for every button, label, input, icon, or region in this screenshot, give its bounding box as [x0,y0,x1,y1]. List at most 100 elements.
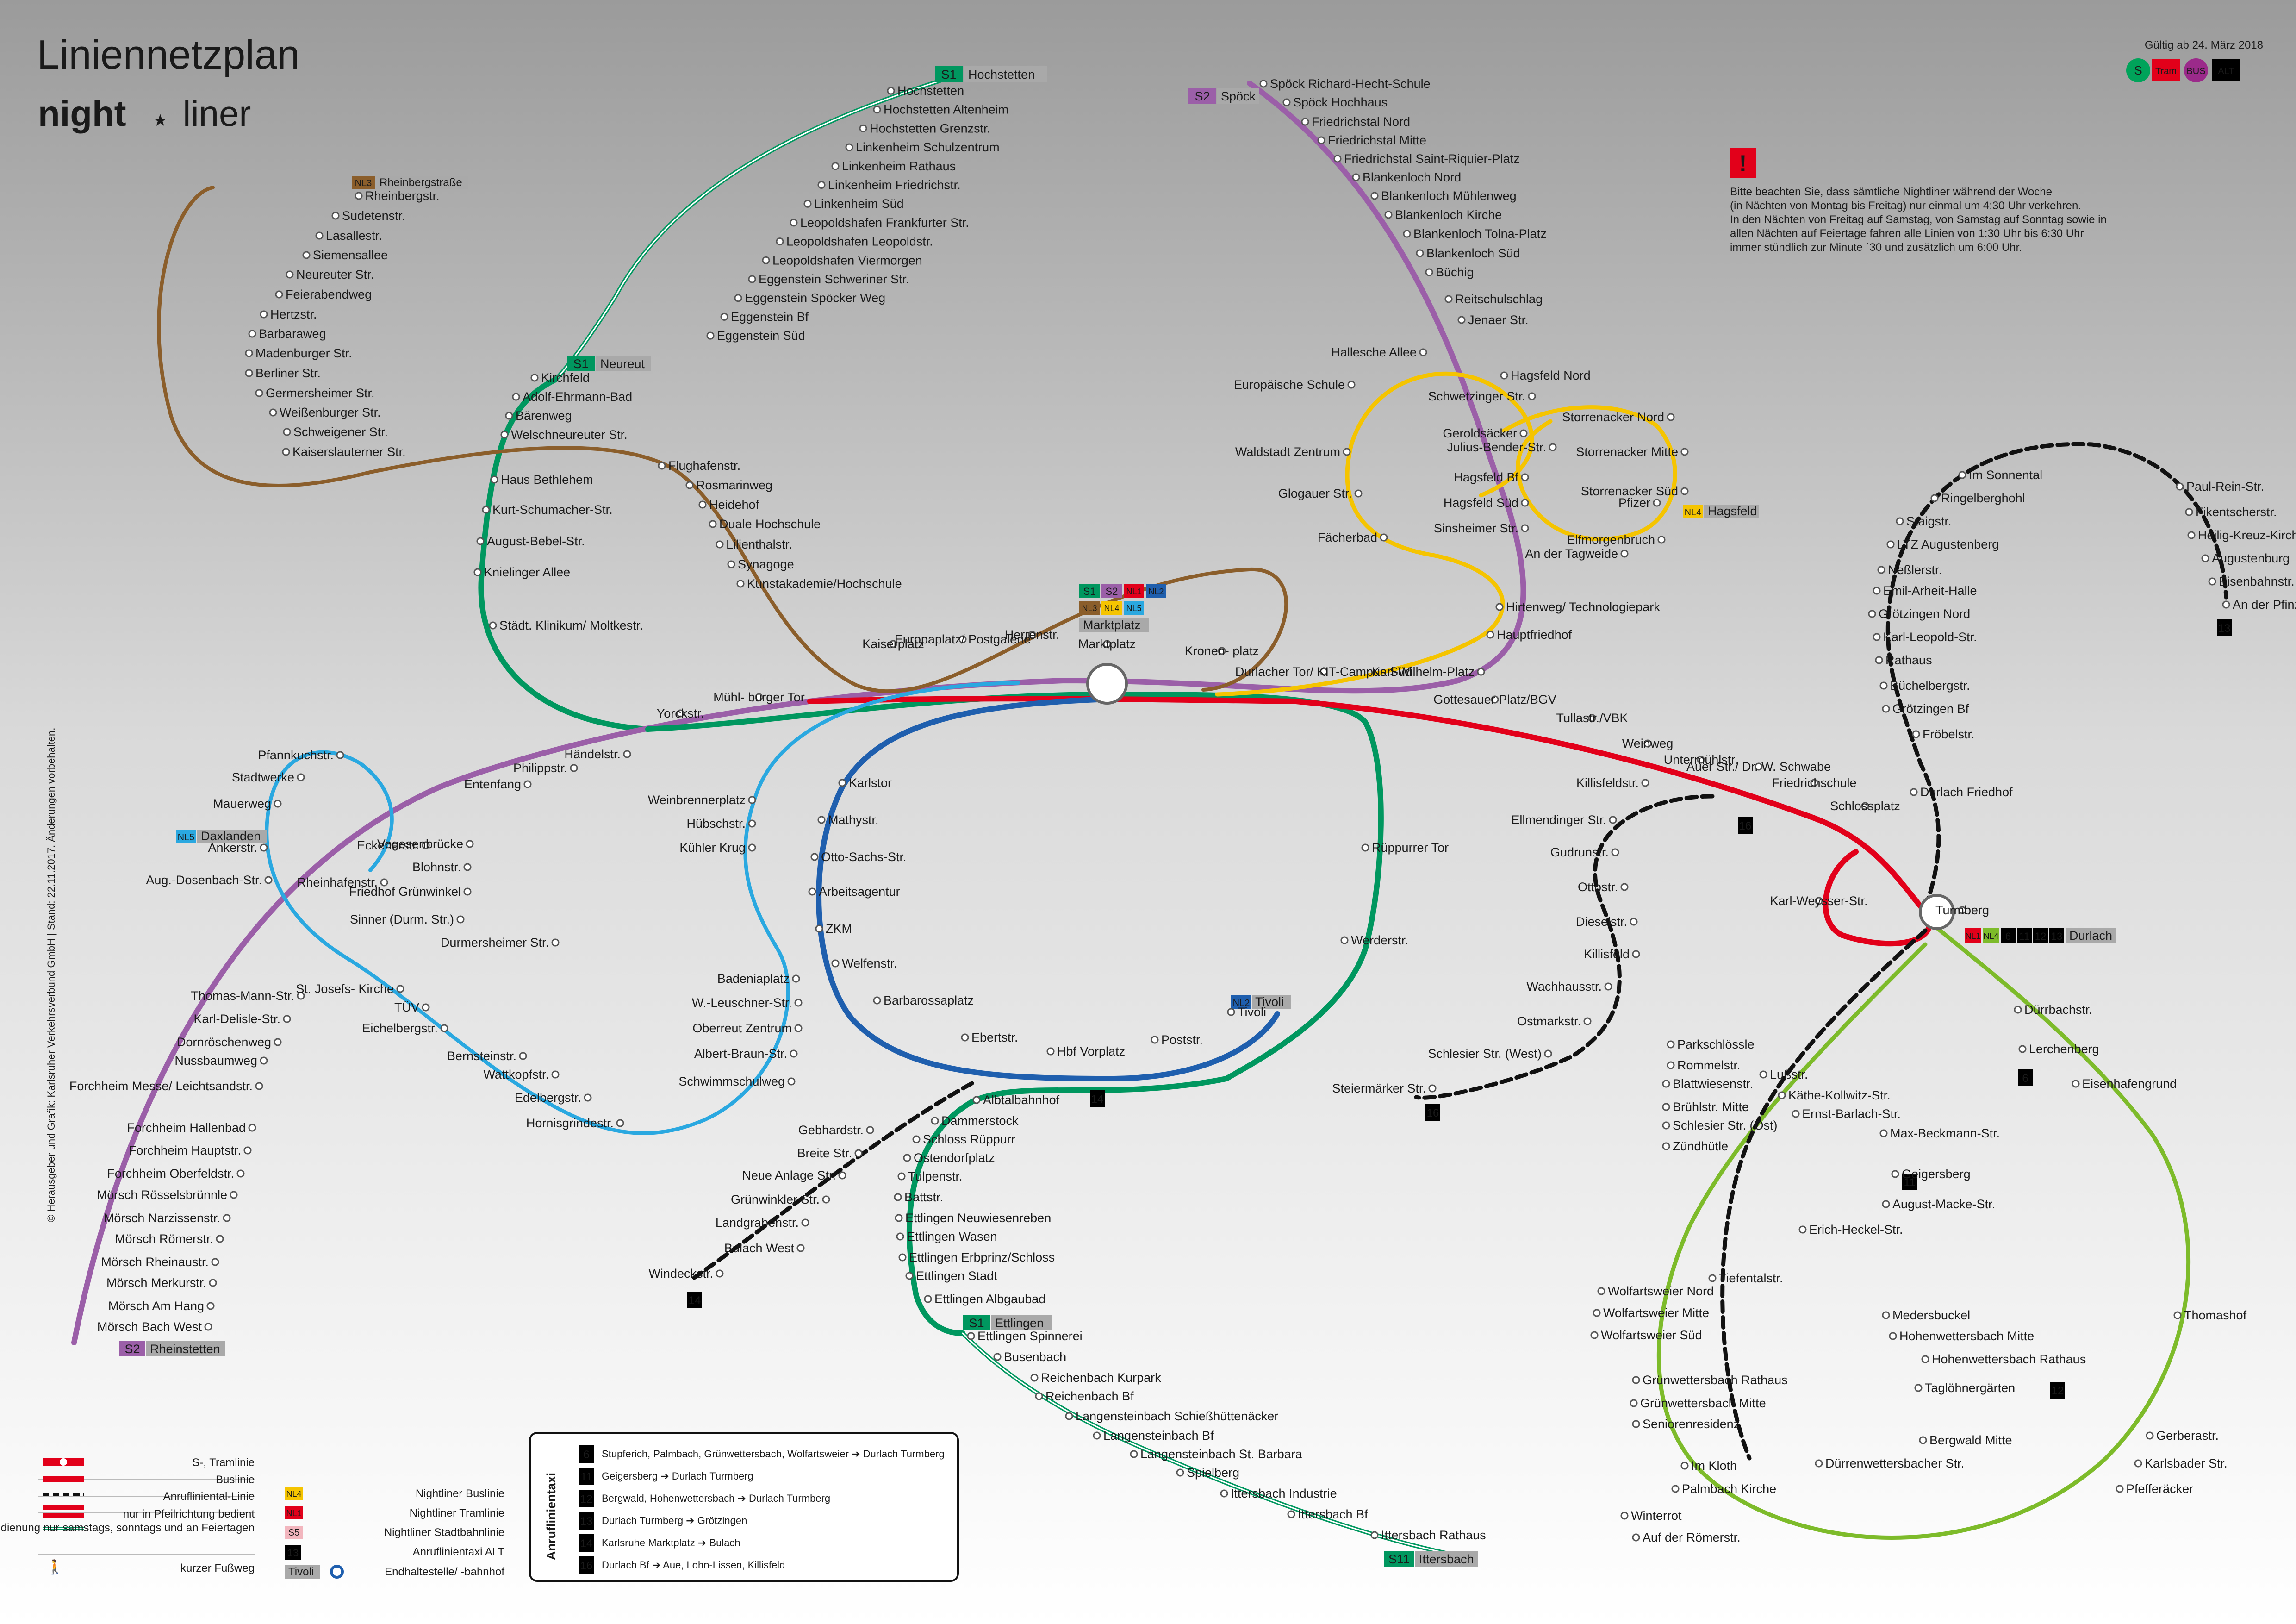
station-stop-icon[interactable] [1477,668,1485,676]
station-stop-icon[interactable] [616,1119,624,1127]
station-stop-icon[interactable] [1282,98,1291,106]
station-label[interactable]: Hochstetten Grenzstr. [870,121,990,135]
station-stop-icon[interactable] [204,1323,212,1331]
station-label[interactable]: Hohenwettersbach Mitte [1899,1329,2034,1343]
station-stop-icon[interactable] [912,1135,921,1143]
station-stop-icon[interactable] [794,999,803,1007]
station-label[interactable]: Rüppurrer Tor [1372,841,1449,855]
station-stop-icon[interactable] [1590,1331,1599,1339]
station-stop-icon[interactable] [286,270,294,279]
station-label[interactable]: Ostmarkstr. [1517,1014,1581,1028]
station-stop-icon[interactable] [1333,155,1342,163]
station-label[interactable]: Geroldsäcker [1443,426,1517,440]
station-stop-icon[interactable] [1680,1462,1689,1470]
station-stop-icon[interactable] [1370,192,1379,200]
station-stop-icon[interactable] [1662,1103,1670,1111]
station-label[interactable]: Paul-Rein-Str. [2186,480,2264,493]
station-stop-icon[interactable] [801,1218,809,1227]
station-stop-icon[interactable] [476,537,485,545]
station-label[interactable]: Seniorenresidenz [1643,1417,1740,1431]
station-stop-icon[interactable] [584,1093,592,1102]
station-label[interactable]: Käthe-Kollwitz-Str. [1788,1088,1891,1102]
station-label[interactable]: Mühl- burger Tor [713,690,805,704]
station-stop-icon[interactable] [1921,1355,1929,1363]
station-label[interactable]: Ittersbach Industrie [1231,1487,1337,1500]
station-stop-icon[interactable] [1549,443,1557,451]
station-stop-icon[interactable] [1930,494,1939,502]
station-stop-icon[interactable] [2018,1045,2027,1053]
station-stop-icon[interactable] [1879,681,1888,690]
station-label[interactable]: Blankenloch Nord [1363,170,1461,184]
station-stop-icon[interactable] [685,481,694,489]
station-stop-icon[interactable] [1370,1531,1379,1539]
station-stop-icon[interactable] [1416,249,1424,257]
station-stop-icon[interactable] [720,312,728,321]
station-stop-icon[interactable] [1319,668,1328,676]
station-label[interactable]: Welschneureuter Str. [511,428,628,442]
station-stop-icon[interactable] [466,840,474,848]
station-stop-icon[interactable] [873,106,881,114]
station-label[interactable]: Im Sonnental [1969,468,2042,482]
station-label[interactable]: Friedrichstal Nord [1312,115,1410,129]
station-label[interactable]: Linkenheim Schulzentrum [856,140,1000,154]
station-stop-icon[interactable] [873,996,881,1005]
station-stop-icon[interactable] [1065,1412,1073,1420]
station-label[interactable]: Eggenstein Süd [717,329,805,343]
station-label[interactable]: Dürrbachstr. [2024,1003,2092,1017]
station-label[interactable]: Hohenwettersbach Rathaus [1932,1352,2086,1366]
station-stop-icon[interactable] [2185,508,2193,516]
station-label[interactable]: Langensteinbach Bf [1103,1429,1214,1443]
station-stop-icon[interactable] [422,1003,430,1012]
station-label[interactable]: Grötzingen Bf [1892,702,1969,716]
station-stop-icon[interactable] [2146,1431,2154,1440]
station-stop-icon[interactable] [803,200,812,208]
station-label[interactable]: Leopoldshafen Viermorgen [772,253,922,267]
station-stop-icon[interactable] [269,408,277,417]
station-stop-icon[interactable] [1220,1489,1228,1498]
station-stop-icon[interactable] [456,915,465,924]
station-label[interactable]: Schwimmschulweg [678,1074,785,1088]
station-stop-icon[interactable] [897,1172,906,1181]
station-stop-icon[interactable] [1958,471,1966,479]
station-label[interactable]: Mörsch Rheinaustr. [101,1255,209,1269]
station-label[interactable]: Tullastr./VBK [1556,711,1628,725]
station-label[interactable]: Büchelbergstr. [1890,679,1970,693]
station-stop-icon[interactable] [1604,982,1612,991]
station-label[interactable]: Reichenbach Kurpark [1041,1371,1161,1385]
station-stop-icon[interactable] [817,181,826,189]
station-label[interactable]: Eichelbergstr. [362,1021,438,1035]
station-stop-icon[interactable] [1882,1200,1890,1208]
station-label[interactable]: Durlach Friedhof [1920,785,2013,799]
station-label[interactable]: Mathystr. [828,813,879,827]
station-stop-icon[interactable] [1632,1420,1640,1428]
station-label[interactable]: Friedhof Grünwinkel [349,885,461,899]
station-label[interactable]: Albtalbahnhof [983,1093,1060,1107]
station-label[interactable]: Im Kloth [1691,1459,1737,1473]
station-stop-icon[interactable] [255,1082,263,1090]
station-label[interactable]: Büchig [1436,265,1474,279]
station-label[interactable]: Ettlingen Albgaubad [934,1292,1045,1306]
station-stop-icon[interactable] [245,349,253,357]
station-stop-icon[interactable] [1662,1121,1670,1130]
station-stop-icon[interactable] [727,560,735,568]
station-label[interactable]: Wattkopfstr. [483,1068,549,1081]
station-stop-icon[interactable] [1428,1084,1437,1093]
station-stop-icon[interactable] [748,796,756,804]
station-label[interactable]: Albert-Braun-Str. [694,1047,787,1061]
station-label[interactable]: Untermühlstr. [1664,753,1738,767]
station-label[interactable]: Ittersbach Rathaus [1381,1528,1486,1542]
station-label[interactable]: Storrenacker Mitte [1576,445,1678,459]
station-stop-icon[interactable] [1641,779,1649,787]
station-stop-icon[interactable] [551,938,560,947]
station-label[interactable]: Parkschlössle [1677,1037,1755,1051]
station-label[interactable]: Eggenstein Spöcker Weg [745,291,885,305]
station-label[interactable]: Geigersberg [1902,1167,1971,1181]
station-label[interactable]: Herrenstr. [1005,628,1060,642]
station-stop-icon[interactable] [1597,1287,1605,1295]
station-label[interactable]: Hbf Vorplatz [1057,1044,1125,1058]
station-label[interactable]: Ostendorfplatz [914,1151,995,1165]
station-label[interactable]: Eisenhafengrund [2082,1077,2177,1091]
station-label[interactable]: Hertzstr. [270,307,317,321]
station-label[interactable]: Forchheim Oberfeldstr. [107,1167,234,1181]
station-label[interactable]: Eisenbahnstr. [2219,575,2295,588]
